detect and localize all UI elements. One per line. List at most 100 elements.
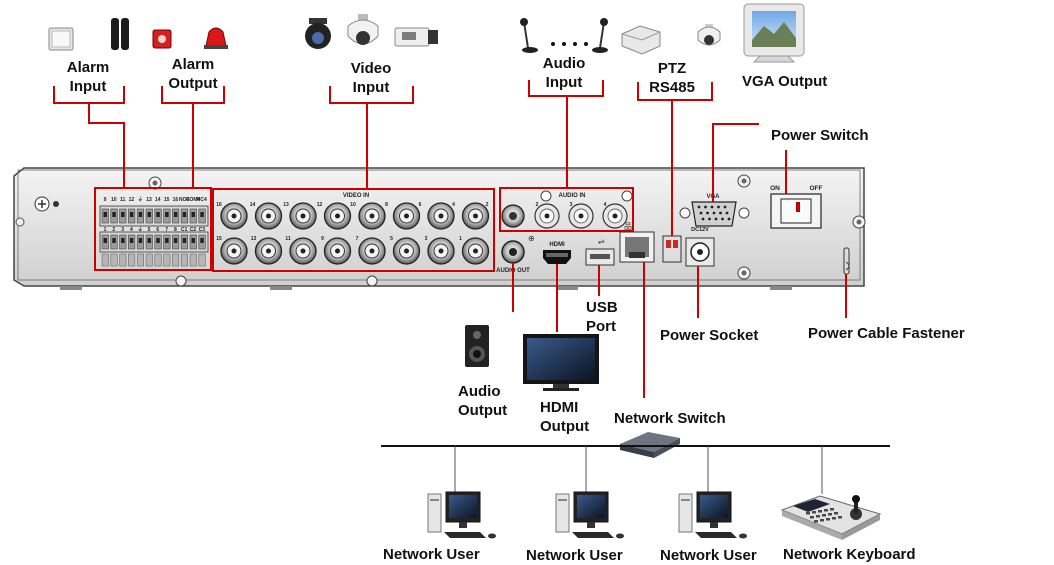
bnc-connector (220, 202, 248, 230)
audio-input-label: Audio Input (542, 55, 586, 91)
network-keyboard-label: Network Keyboard (783, 546, 916, 563)
video-channel-number: 15 (216, 236, 222, 242)
dc12v-panel-label: DC12V (691, 227, 709, 233)
alarm-terminal-number: C3 (199, 227, 206, 233)
bnc-connector (289, 202, 317, 230)
audio-in-block: AUDIO IN 2 3 4 (499, 187, 634, 232)
video-input-label: Video Input (350, 60, 392, 96)
dome-camera-icon (305, 18, 331, 49)
bnc-connector (427, 237, 455, 265)
usb-symbol: ⇌ (598, 237, 605, 246)
network-pc-icon (678, 491, 747, 539)
alarm-terminal-number: 12 (129, 197, 135, 203)
power-switch-unit: ON OFF (770, 185, 823, 229)
alarm-input-label: Alarm Input (66, 59, 110, 95)
network-user-label-3: Network User (660, 547, 757, 564)
network-port: 品 (619, 222, 655, 263)
bnc-connector (461, 202, 490, 230)
audio-channel-number: 2 (536, 202, 539, 208)
beam-detector-icon (111, 18, 129, 50)
rca-connector (602, 203, 628, 229)
alarm-terminal-number: 3 (121, 227, 124, 233)
audio-out-symbol: ⊕ (528, 234, 535, 243)
speaker-icon (465, 325, 489, 367)
alarm-terminal-number: 14 (155, 197, 161, 203)
video-channel-number: 2 (486, 202, 489, 208)
alarm-terminal-number: 4 (130, 227, 133, 233)
bnc-connector (220, 237, 248, 265)
alarm-light-icon (204, 27, 228, 49)
network-symbol: 品 (624, 222, 632, 231)
power-cable-fastener-label: Power Cable Fastener (808, 325, 965, 342)
power-switch-label: Power Switch (771, 127, 869, 144)
audio-in-panel-label: AUDIO IN (559, 193, 586, 199)
hdmi-panel-label: HDMI (549, 242, 565, 248)
video-channel-number: 4 (452, 202, 455, 208)
door-sensor-icon (48, 27, 74, 51)
box-camera-icon (394, 27, 438, 47)
usb-port-label: USB Port (586, 299, 618, 335)
vga-output-label: VGA Output (742, 73, 828, 90)
hdmi-port: HDMI (543, 242, 571, 264)
alarm-terminal-number: NC4 (197, 197, 207, 203)
alarm-terminal-number: COM4 (186, 197, 201, 203)
network-user-label-1: Network User (383, 546, 480, 563)
video-channel-number: 10 (350, 202, 356, 208)
connector-lines (53, 80, 847, 398)
ptz-decoder-icon (621, 25, 661, 55)
network-pc-icon (555, 491, 624, 539)
speed-dome-camera-icon (347, 14, 379, 45)
alarm-terminal-number: 2 (112, 227, 115, 233)
video-channel-number: 7 (356, 236, 359, 242)
audio-channel-number: 3 (570, 202, 573, 208)
off-panel-label: OFF (810, 185, 823, 192)
network-user-label-2: Network User (526, 547, 623, 564)
siren-icon (152, 29, 172, 49)
bnc-connector (461, 237, 490, 265)
power-cable-fastener (843, 247, 850, 275)
video-channel-number: 5 (390, 236, 393, 242)
bnc-connector (358, 202, 386, 230)
hdmi-output-label: HDMI Output (540, 399, 590, 435)
alarm-terminal-number: ⏚ (138, 226, 143, 233)
alarm-terminal-number: 8 (174, 227, 177, 233)
alarm-terminal-number: 1 (104, 227, 107, 233)
video-channel-number: 13 (251, 236, 257, 242)
network-switch-label: Network Switch (614, 410, 726, 427)
power-socket-label: Power Socket (660, 327, 759, 344)
alarm-terminal-number: NO4 (179, 197, 190, 203)
bnc-connector (323, 237, 352, 265)
alarm-terminal-number: 15 (164, 197, 170, 203)
alarm-terminal-number: C1 (181, 227, 188, 233)
video-channel-number: 1 (459, 236, 462, 242)
alarm-terminal-number: 5 (148, 227, 151, 233)
alarm-terminal-number: 9 (104, 197, 107, 203)
bnc-connector (254, 237, 283, 265)
alarm-terminal-number: 6 (156, 227, 159, 233)
bnc-connector (427, 202, 455, 230)
alarm-terminal-number: 10 (111, 197, 117, 203)
hdmi-tv-icon (523, 334, 599, 391)
video-channel-number: 13 (283, 202, 289, 208)
alarm-terminal-number: 13 (146, 197, 152, 203)
on-panel-label: ON (770, 185, 780, 192)
video-channel-number: 8 (385, 202, 388, 208)
video-channel-number: 12 (317, 202, 323, 208)
network-pc-icon (427, 491, 496, 539)
audio-channel-number: 4 (604, 202, 607, 208)
alarm-terminal-number: 7 (165, 227, 168, 233)
ellipsis-dots (551, 42, 588, 46)
rca-connector (568, 203, 594, 229)
video-in-panel-label: VIDEO IN (343, 193, 369, 199)
alarm-output-label: Alarm Output (168, 56, 218, 92)
bnc-connector (254, 202, 283, 230)
bnc-connector (289, 237, 317, 265)
dc-power-socket: DC12V (685, 227, 715, 267)
video-channel-number: 9 (321, 236, 324, 242)
network-keyboard-icon (780, 495, 882, 540)
bnc-connector (392, 237, 421, 265)
alarm-terminal-number: 16 (173, 197, 179, 203)
